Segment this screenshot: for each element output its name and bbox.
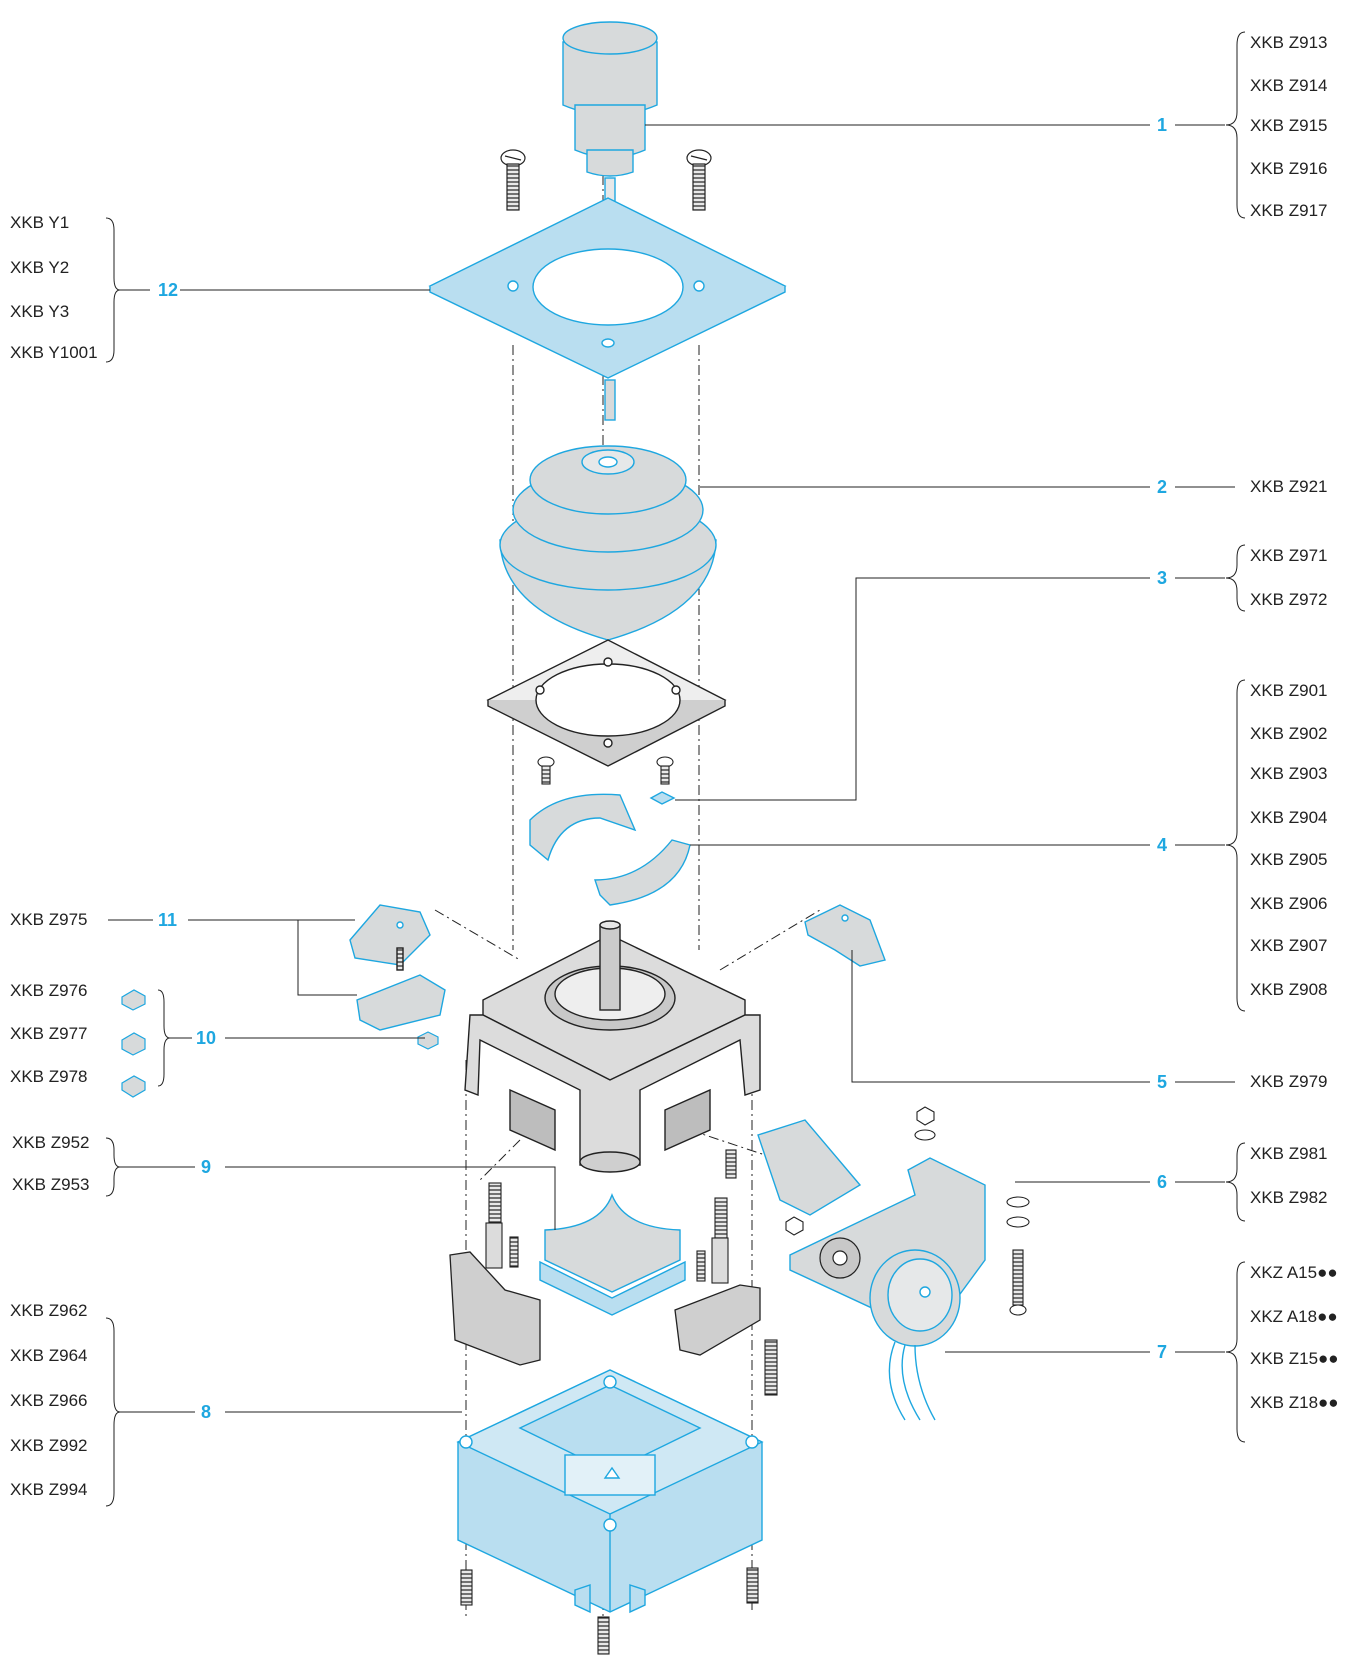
ref-label: XKB Z978 xyxy=(10,1067,88,1086)
callout-number-9: 9 xyxy=(201,1157,212,1177)
part-5-bracket xyxy=(804,904,886,967)
ref-label: XKB Z976 xyxy=(10,981,88,1000)
part-9-centering-cam xyxy=(539,1193,686,1316)
retaining-screws xyxy=(537,756,674,785)
part-4-gate-plates xyxy=(529,793,691,906)
ref-label: XKB Z994 xyxy=(10,1480,88,1499)
ref-label: XKB Z921 xyxy=(1250,477,1328,496)
return-springs xyxy=(485,1149,737,1284)
ref-label: XKB Z915 xyxy=(1250,116,1328,135)
base-screws xyxy=(460,1567,759,1655)
part-12-mounting-plate xyxy=(428,197,787,421)
ref-label: XKB Z992 xyxy=(10,1436,88,1455)
part-10-clips xyxy=(121,989,439,1098)
gasket-frame xyxy=(486,639,727,767)
ref-label: XKB Z916 xyxy=(1250,159,1328,178)
callout-number-5: 5 xyxy=(1157,1072,1168,1092)
pot-hardware xyxy=(764,1106,1030,1396)
callout-number-3: 3 xyxy=(1157,568,1168,588)
ref-label: XKB Z953 xyxy=(12,1175,90,1194)
ref-label: XKB Z952 xyxy=(12,1133,90,1152)
ref-label: XKB Y1 xyxy=(10,213,70,232)
ref-label: XKB Z982 xyxy=(1250,1188,1328,1207)
ref-label: XKB Z962 xyxy=(10,1301,88,1320)
ref-label: XKB Z902 xyxy=(1250,724,1328,743)
callout-number-11: 11 xyxy=(158,910,178,930)
mounting-screws-top xyxy=(500,149,712,211)
ref-label: XKB Z904 xyxy=(1250,808,1328,827)
ref-label: XKB Z979 xyxy=(1250,1072,1328,1091)
ref-label: XKB Y3 xyxy=(10,302,70,321)
ref-label: XKB Z966 xyxy=(10,1391,88,1410)
callout-number-2: 2 xyxy=(1157,477,1168,497)
ref-label: XKB Z906 xyxy=(1250,894,1328,913)
part-7-potentiometer xyxy=(869,1249,961,1421)
side-guides xyxy=(449,1251,761,1366)
ref-label: XKB Z975 xyxy=(10,910,88,929)
ref-label: XKB Y2 xyxy=(10,258,70,277)
part-11-side-bracket xyxy=(349,904,446,1031)
ref-label: XKB Y1001 xyxy=(10,343,98,362)
callout-number-10: 10 xyxy=(196,1028,217,1048)
ref-label: XKB Z18●● xyxy=(1250,1393,1339,1412)
part-8-contact-block xyxy=(456,1369,764,1614)
callout-number-12: 12 xyxy=(158,280,179,300)
callout-number-8: 8 xyxy=(201,1402,212,1422)
ref-label: XKB Z905 xyxy=(1250,850,1328,869)
gear-wheel xyxy=(819,1237,861,1279)
ref-label: XKB Z15●● xyxy=(1250,1349,1339,1368)
leader-lines xyxy=(105,31,1246,1507)
callout-number-1: 1 xyxy=(1157,115,1168,135)
callout-number-4: 4 xyxy=(1157,835,1168,855)
callout-number-7: 7 xyxy=(1157,1342,1168,1362)
ref-label: XKB Z981 xyxy=(1250,1144,1328,1163)
ref-label: XKB Z907 xyxy=(1250,936,1328,955)
part-3-lock-plate xyxy=(649,791,676,805)
ref-label: XKB Z964 xyxy=(10,1346,88,1365)
main-housing xyxy=(464,920,761,1173)
ref-label: XKB Z917 xyxy=(1250,201,1328,220)
ref-label: XKB Z908 xyxy=(1250,980,1328,999)
ref-label: XKB Z901 xyxy=(1250,681,1328,700)
ref-label: XKB Z977 xyxy=(10,1024,88,1043)
ref-label: XKZ A18●● xyxy=(1250,1307,1338,1326)
ref-label: XKZ A15●● xyxy=(1250,1263,1338,1282)
ref-label: XKB Z913 xyxy=(1250,33,1328,52)
ref-label: XKB Z903 xyxy=(1250,764,1328,783)
part-2-rubber-boot xyxy=(499,445,717,641)
ref-label: XKB Z972 xyxy=(1250,590,1328,609)
callout-number-6: 6 xyxy=(1157,1172,1168,1192)
ref-label: XKB Z914 xyxy=(1250,76,1328,95)
ref-label: XKB Z971 xyxy=(1250,546,1328,565)
